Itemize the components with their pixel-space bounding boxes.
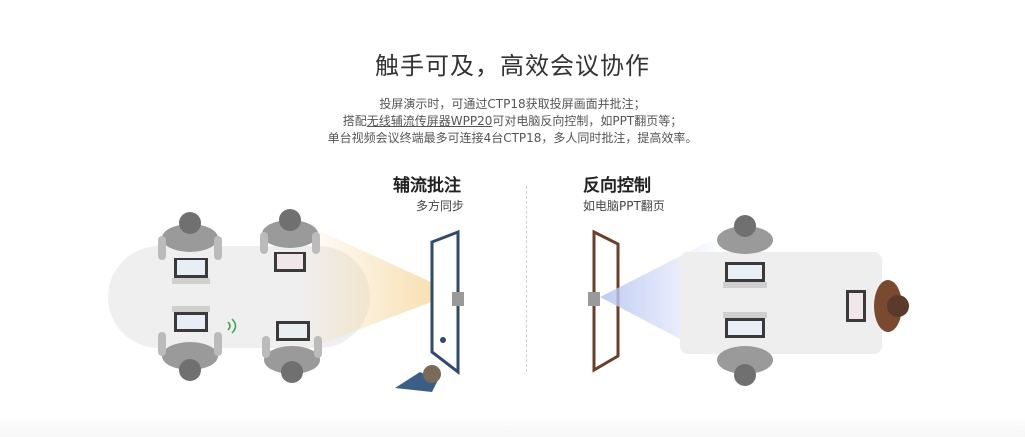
description: 投屏演示时，可通过CTP18获取投屏画面并批注； 搭配无线辅流传屏器WPP20可… xyxy=(0,96,1025,147)
right-section-title: 反向控制 xyxy=(583,176,651,196)
description-line-1: 投屏演示时，可通过CTP18获取投屏画面并批注； xyxy=(379,97,646,111)
participant-bottom-right xyxy=(262,321,322,383)
line2-prefix: 搭配 xyxy=(342,114,367,128)
participant-bottom-left xyxy=(158,306,237,381)
left-section-title: 辅流批注 xyxy=(393,176,461,196)
right-participant-bottom xyxy=(717,312,773,386)
right-section-subtitle: 如电脑PPT翻页 xyxy=(583,199,665,213)
description-line-3: 单台视频会议终端最多可连接4台CTP18，多人同时批注，提高效率。 xyxy=(327,131,698,145)
participant-top-left xyxy=(158,212,222,284)
section-divider xyxy=(526,186,527,372)
left-light-beam xyxy=(300,222,455,352)
right-participant-side xyxy=(846,280,909,332)
wpp20-link[interactable]: 无线辅流传屏器WPP20 xyxy=(366,114,493,128)
presenter xyxy=(395,365,441,392)
page-title: 触手可及，高效会议协作 xyxy=(375,52,650,80)
left-section-subtitle: 多方同步 xyxy=(416,199,465,213)
description-line-2: 搭配无线辅流传屏器WPP20可对电脑反向控制，如PPT翻页等； xyxy=(0,113,1025,130)
line2-suffix: 可对电脑反向控制，如PPT翻页等； xyxy=(492,114,683,128)
right-participant-top xyxy=(717,215,773,288)
bottom-fade xyxy=(0,417,1025,437)
right-interactive-board xyxy=(588,229,620,373)
left-interactive-board xyxy=(430,229,464,376)
participant-top-right xyxy=(260,209,320,272)
